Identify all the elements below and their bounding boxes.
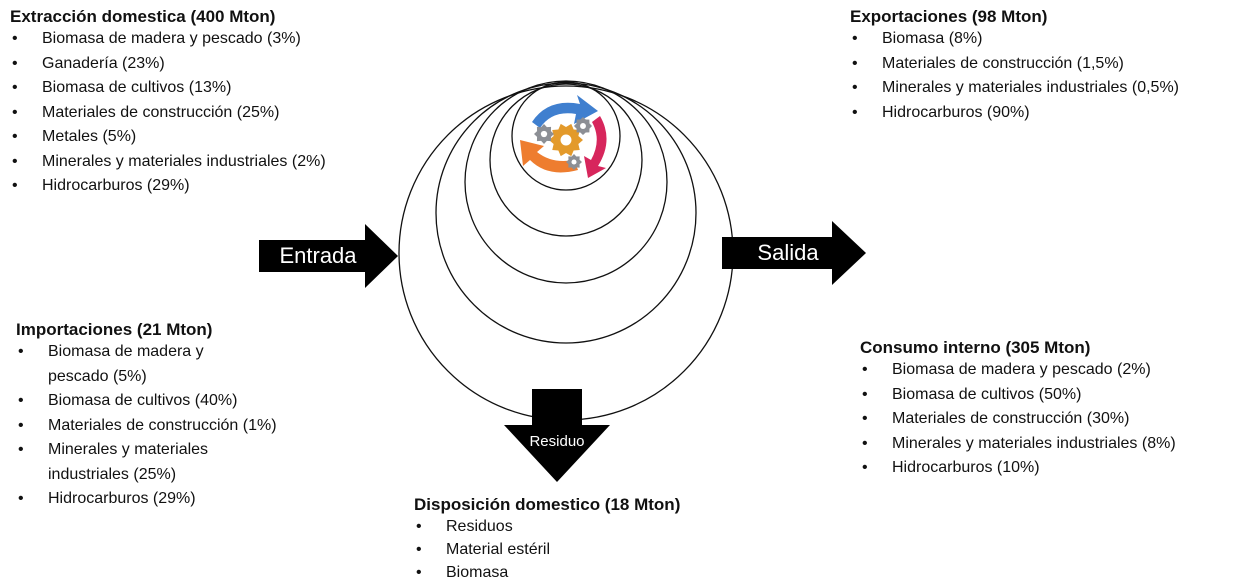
inner-circle [511,81,621,191]
ring-2-circle [435,82,697,344]
list-item: Ganadería (23%) [10,52,430,77]
list-item: Minerales y materiales industriales (8%) [860,432,1212,457]
list-item: Biomasa de cultivos (13%) [10,76,430,101]
list-item: Biomasa de madera y pescado (2%) [860,358,1220,383]
extraccion-list: Biomasa de madera y pescado (3%) Ganader… [10,27,430,199]
disposicion-title: Disposición domestico (18 Mton) [414,495,681,514]
residuo-label: Residuo [529,433,584,450]
ring-3-circle [464,80,668,284]
exportaciones-block: Exportaciones (98 Mton) Biomasa (8%) Mat… [850,7,1220,125]
recycling-gears-icon [520,95,607,178]
gear-hole [571,159,577,165]
extraccion-title: Extracción domestica (400 Mton) [10,7,276,26]
cycle-arrow-magenta [584,116,607,178]
disposicion-block: Disposición domestico (18 Mton) Residuos… [414,495,744,584]
ring-4-circle [489,83,643,237]
exportaciones-list: Biomasa (8%) Materiales de construcción … [850,27,1220,125]
disposicion-list: Residuos Material estéril Biomasa [414,515,744,584]
importaciones-block: Importaciones (21 Mton) Biomasa de mader… [16,320,316,512]
gear-hole [560,134,572,146]
residuo-arrow: Residuo [504,389,610,482]
gear-hole [540,130,548,138]
list-item: Biomasa de cultivos (50%) [860,383,1220,408]
salida-label: Salida [757,240,819,265]
consumo-block: Consumo interno (305 Mton) Biomasa de ma… [860,338,1220,481]
consumo-list: Biomasa de madera y pescado (2%) Biomasa… [860,358,1220,481]
list-item: Hidrocarburos (29%) [16,487,291,512]
list-item: Residuos [414,515,744,538]
list-item: Minerales y materiales industriales (2%) [10,150,430,175]
list-item: Minerales y materiales industriales (0,5… [850,76,1202,101]
list-item: Materiales de construcción (1%) [16,414,303,439]
list-item: Hidrocarburos (90%) [850,101,1220,126]
list-item: Hidrocarburos (10%) [860,456,1220,481]
list-item: Minerales y materiales industriales (25%… [16,438,263,487]
list-item: Material estéril [414,538,744,561]
cycle-arrow-orange [520,140,578,173]
exportaciones-title: Exportaciones (98 Mton) [850,7,1048,26]
list-item: Biomasa [414,561,744,584]
list-item: Hidrocarburos (29%) [10,174,430,199]
list-item: Biomasa de cultivos (40%) [16,389,291,414]
list-item: Materiales de construcción (30%) [860,407,1220,432]
list-item: Biomasa de madera y pescado (3%) [10,27,430,52]
extraccion-block: Extracción domestica (400 Mton) Biomasa … [10,7,430,199]
list-item: Materiales de construcción (1,5%) [850,52,1220,77]
gear-hole [580,123,586,129]
list-item: Biomasa (8%) [850,27,1220,52]
importaciones-title: Importaciones (21 Mton) [16,320,213,339]
salida-arrow: Salida [722,221,866,285]
entrada-label: Entrada [279,243,357,268]
consumo-title: Consumo interno (305 Mton) [860,338,1091,357]
entrada-arrow: Entrada [259,224,398,288]
list-item: Metales (5%) [10,125,430,150]
list-item: Biomasa de madera y pescado (5%) [16,340,258,389]
importaciones-list: Biomasa de madera y pescado (5%) Biomasa… [16,340,291,512]
list-item: Materiales de construcción (25%) [10,101,430,126]
